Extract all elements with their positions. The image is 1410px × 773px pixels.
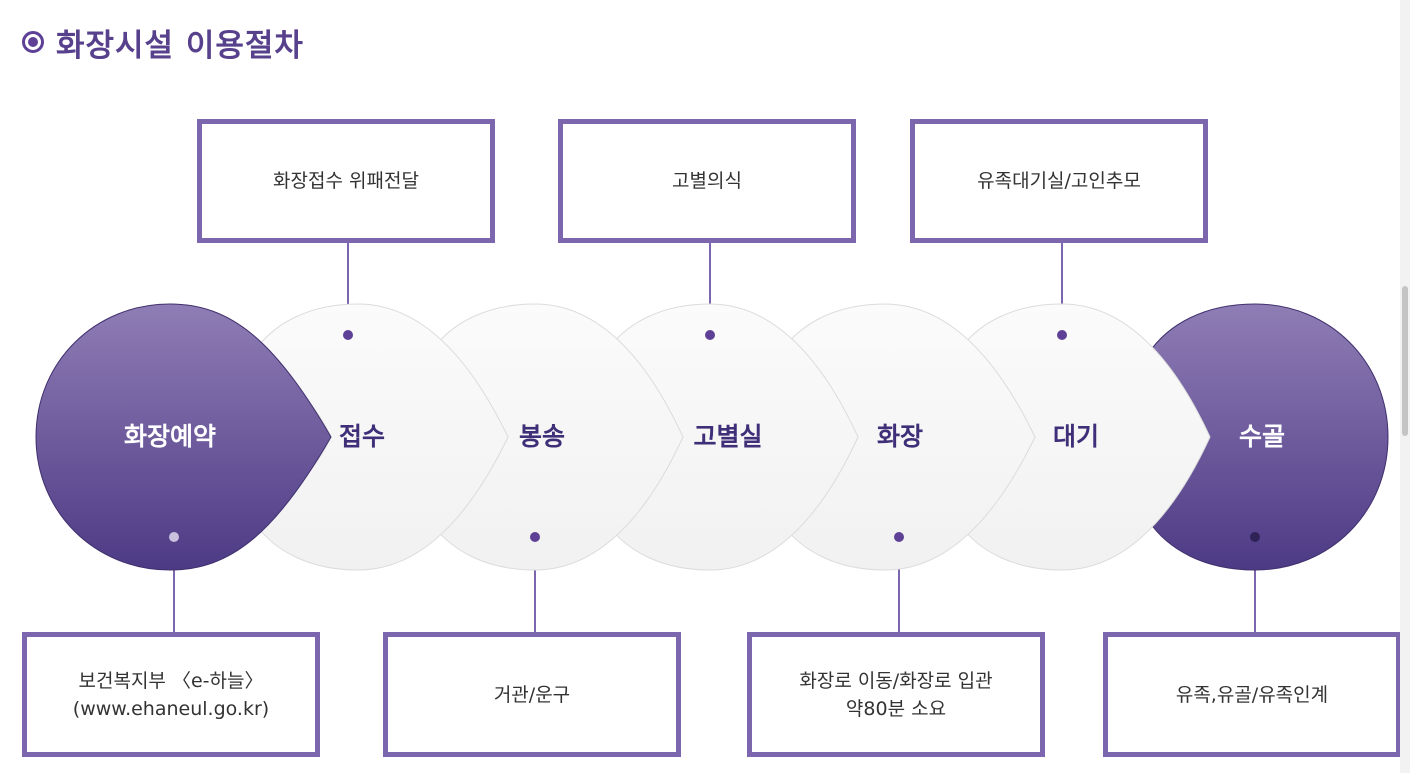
connector-dot <box>169 532 179 542</box>
note-box-bottom: 화장로 이동/화장로 입관 약80분 소요 <box>747 632 1045 757</box>
note-text: 보건복지부 〈e-하늘〉 <box>78 669 264 692</box>
note-text: (www.ehaneul.go.kr) <box>72 697 270 720</box>
step-shape-sugol <box>1147 303 1389 571</box>
section-header: 화장시설 이용절차 <box>22 20 304 64</box>
step-label: 고별실 <box>693 422 763 451</box>
step-label: 화장예약 <box>123 422 216 451</box>
radio-bullet-icon <box>22 31 44 53</box>
scrollbar-thumb[interactable] <box>1402 286 1408 436</box>
step-label: 대기 <box>1052 422 1099 451</box>
connector-dot <box>530 532 540 542</box>
step-shape-hwajangyeyak <box>35 303 332 571</box>
note-text: 약80분 소요 <box>845 697 947 720</box>
note-text: 화장로 이동/화장로 입관 <box>799 669 993 692</box>
connector-dot <box>1057 330 1067 340</box>
note-text: 고별의식 <box>672 170 742 192</box>
note-box-bottom: 유족,유골/유족인계 <box>1103 632 1401 757</box>
note-box-bottom: 보건복지부 〈e-하늘〉 (www.ehaneul.go.kr) <box>22 632 320 757</box>
step-label: 화장 <box>876 422 923 451</box>
vertical-scrollbar[interactable] <box>1400 0 1410 773</box>
note-box-top: 화장접수 위패전달 <box>197 119 495 243</box>
step-label: 봉송 <box>518 422 565 451</box>
connector-dot <box>705 330 715 340</box>
step-label: 수골 <box>1238 422 1285 451</box>
connector-dot <box>343 330 353 340</box>
page-title: 화장시설 이용절차 <box>56 27 304 64</box>
note-text: 유족,유골/유족인계 <box>1175 683 1329 706</box>
connector-dot <box>1250 532 1260 542</box>
connector-dot <box>894 532 904 542</box>
note-text: 거관/운구 <box>493 683 571 706</box>
note-box-top: 유족대기실/고인추모 <box>910 119 1208 243</box>
note-box-top: 고별의식 <box>558 119 856 243</box>
step-label: 접수 <box>338 422 385 451</box>
note-text: 유족대기실/고인추모 <box>977 170 1141 192</box>
note-text: 화장접수 위패전달 <box>273 170 419 192</box>
note-box-bottom: 거관/운구 <box>383 632 681 757</box>
